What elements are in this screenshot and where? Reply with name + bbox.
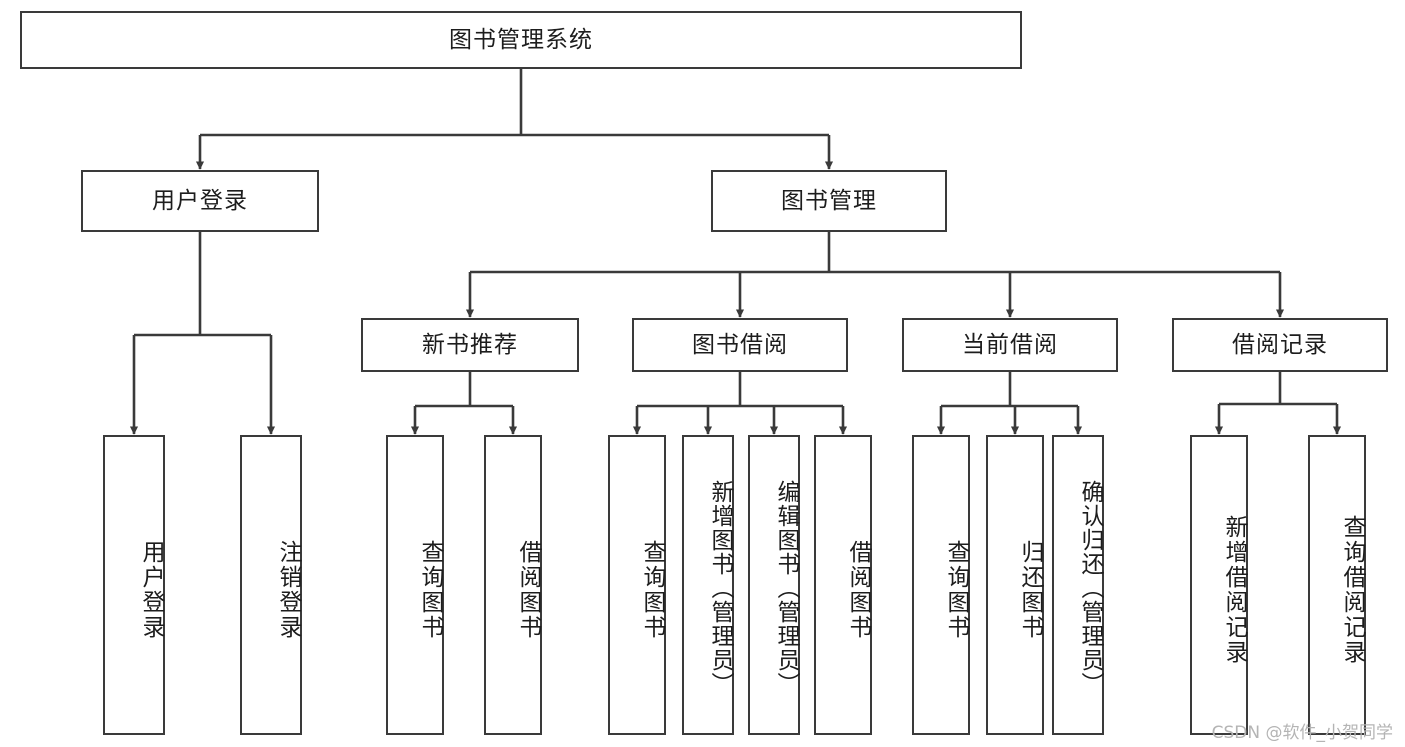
node-book-borrow[interactable]: 图书借阅 — [632, 318, 848, 372]
node-label: 归还图书 — [1017, 540, 1043, 640]
node-current-borrow[interactable]: 当前借阅 — [902, 318, 1118, 372]
node-label: 查询图书 — [417, 540, 443, 640]
node-label: 图书管理系统 — [449, 26, 593, 53]
node-user-login[interactable]: 用户登录 — [81, 170, 319, 232]
node-leaf-logout[interactable]: 注销登录 — [240, 435, 302, 735]
node-leaf-add-record[interactable]: 新增借阅记录 — [1190, 435, 1248, 735]
node-leaf-query-book-1[interactable]: 查询图书 — [386, 435, 444, 735]
node-borrow-record[interactable]: 借阅记录 — [1172, 318, 1388, 372]
node-root[interactable]: 图书管理系统 — [20, 11, 1022, 69]
node-label: 新增借阅记录 — [1221, 515, 1247, 665]
node-book-manage[interactable]: 图书管理 — [711, 170, 947, 232]
node-leaf-borrow-book-2[interactable]: 借阅图书 — [814, 435, 872, 735]
node-leaf-user-login[interactable]: 用户登录 — [103, 435, 165, 735]
node-label: 确认归还（管理员） — [1077, 480, 1103, 696]
node-label: 新增图书（管理员） — [707, 480, 733, 696]
node-leaf-edit-book[interactable]: 编辑图书（管理员） — [748, 435, 800, 735]
node-label: 图书借阅 — [692, 331, 788, 358]
node-label: 当前借阅 — [962, 331, 1058, 358]
connector-lines — [129, 69, 1342, 435]
node-label: 用户登录 — [152, 187, 248, 214]
node-label: 查询借阅记录 — [1339, 515, 1365, 665]
node-label: 借阅记录 — [1232, 331, 1328, 358]
node-leaf-confirm-return[interactable]: 确认归还（管理员） — [1052, 435, 1104, 735]
node-label: 用户登录 — [138, 540, 164, 640]
node-label: 查询图书 — [639, 540, 665, 640]
node-label: 借阅图书 — [845, 540, 871, 640]
node-leaf-borrow-book-1[interactable]: 借阅图书 — [484, 435, 542, 735]
node-label: 编辑图书（管理员） — [773, 480, 799, 696]
node-label: 借阅图书 — [515, 540, 541, 640]
node-label: 图书管理 — [781, 187, 877, 214]
node-leaf-query-record[interactable]: 查询借阅记录 — [1308, 435, 1366, 735]
node-label: 新书推荐 — [422, 331, 518, 358]
node-label: 查询图书 — [943, 540, 969, 640]
node-new-book-rec[interactable]: 新书推荐 — [361, 318, 579, 372]
node-label: 注销登录 — [275, 540, 301, 640]
node-leaf-query-book-2[interactable]: 查询图书 — [608, 435, 666, 735]
node-leaf-return-book[interactable]: 归还图书 — [986, 435, 1044, 735]
node-leaf-add-book[interactable]: 新增图书（管理员） — [682, 435, 734, 735]
node-leaf-query-book-3[interactable]: 查询图书 — [912, 435, 970, 735]
